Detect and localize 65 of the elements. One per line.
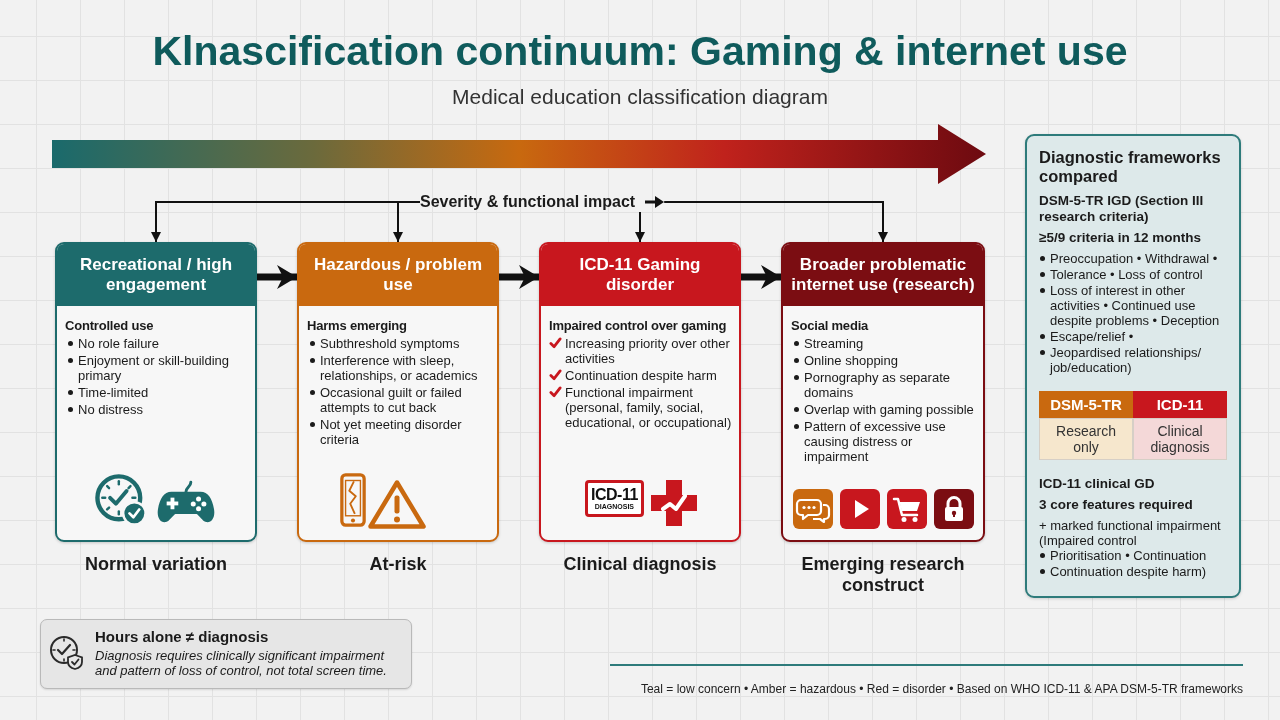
code-badge	[585, 480, 644, 517]
list-item: Online shopping	[791, 353, 898, 368]
footnote: Teal = low concern • Amber = hazardous • Red = disorder • Based on WHO ICD-11 & APA DSM-5-TR frameworks	[640, 682, 1243, 697]
panel-subheading: DSM-5-TR IGD (Section III research criteria)	[1039, 193, 1205, 225]
card-subheading: Impaired control over gaming	[549, 318, 727, 333]
table-cell: Research only	[1039, 418, 1133, 460]
stage-caption: Normal variation	[85, 554, 227, 575]
table-cell: Clinical diagnosis	[1133, 418, 1227, 460]
title: Klnascification continuum: Gaming & internet use	[152, 27, 1128, 75]
bracket-arrow	[635, 211, 645, 243]
card-header: ICD-11 Gaming disorder	[541, 244, 739, 306]
bracket-arrow	[663, 201, 888, 243]
bracket-arrow	[393, 201, 421, 243]
list-item: Time-limited	[65, 385, 149, 400]
panel-subheading: ICD-11 clinical GD	[1039, 476, 1155, 492]
list-item: Jeopardised relationships/ job/education)	[1039, 345, 1227, 375]
stage-card	[55, 242, 257, 542]
card-header: Hazardous / problem use	[299, 244, 497, 306]
note-card	[40, 619, 412, 689]
list-item: Pattern of excessive use causing distress or impairment	[791, 419, 977, 464]
side-panel	[1025, 134, 1241, 598]
note-text: Diagnosis requires clinically significant impairment and pattern of loss of control, not total screen time.	[95, 648, 388, 678]
table-header-cell: ICD-11	[1133, 391, 1227, 418]
list-item: Functional impairment (personal, family, social, educational, or occupational)	[565, 385, 733, 430]
stage-caption: Emerging research construct	[800, 554, 966, 596]
list-item: Overlap with gaming possible	[791, 402, 974, 417]
note-heading: Hours alone ≠ diagnosis	[95, 628, 269, 646]
panel-heading: Diagnostic frameworks compared	[1039, 148, 1222, 186]
stage-caption: Clinical diagnosis	[563, 554, 717, 575]
stage-card	[297, 242, 499, 542]
panel-subheading: 3 core features required	[1039, 497, 1193, 513]
stage-caption: At-risk	[369, 554, 427, 575]
list-item: Subthreshold symptoms	[307, 336, 460, 351]
list-item: Streaming	[791, 336, 864, 351]
list-item: Continuation despite harm	[565, 368, 717, 383]
list-item: Increasing priority over other activities	[565, 336, 731, 366]
list-item: No role failure	[65, 336, 159, 351]
list-item: Occasional guilt or failed attempts to cut back	[307, 385, 491, 415]
stage-card	[781, 242, 985, 542]
panel-text: + marked functional impairment (Impaired control	[1039, 518, 1222, 548]
list-item: Prioritisation • Continuation	[1039, 548, 1207, 563]
stage-card	[539, 242, 741, 542]
card-subheading: Controlled use	[65, 318, 154, 333]
card-header: Broader problematic internet use (research)	[783, 244, 983, 306]
table-header-cell: DSM-5-TR	[1039, 391, 1133, 418]
list-item: Escape/relief •	[1039, 329, 1134, 344]
list-item: Preoccupation • Withdrawal •	[1039, 251, 1218, 266]
panel-subheading: ≥5/9 criteria in 12 months	[1039, 230, 1201, 246]
list-item: No distress	[65, 402, 144, 417]
badge-title: ICD-11	[591, 486, 638, 503]
flow-arrow	[741, 265, 781, 289]
list-item: Interference with sleep, relationships, or academics	[307, 353, 491, 383]
severity-label: Severity & functional impact	[420, 192, 636, 212]
list-item: Pornography as separate domains	[791, 370, 977, 400]
card-subheading: Social media	[791, 318, 869, 333]
card-header: Recreational / high engagement	[57, 244, 255, 306]
card-subheading: Harms emerging	[307, 318, 407, 333]
list-item: Not yet meeting disorder criteria	[307, 417, 491, 447]
flow-arrow	[257, 265, 297, 289]
list-item: Enjoyment or skill-building primary	[65, 353, 249, 383]
subtitle: Medical education classification diagram	[452, 84, 828, 110]
flow-arrow	[499, 265, 539, 289]
list-item: Loss of interest in other activities • Continued use despite problems • Deception	[1039, 283, 1227, 328]
list-item: Continuation despite harm)	[1039, 564, 1207, 579]
list-item: Tolerance • Loss of control	[1039, 267, 1203, 282]
